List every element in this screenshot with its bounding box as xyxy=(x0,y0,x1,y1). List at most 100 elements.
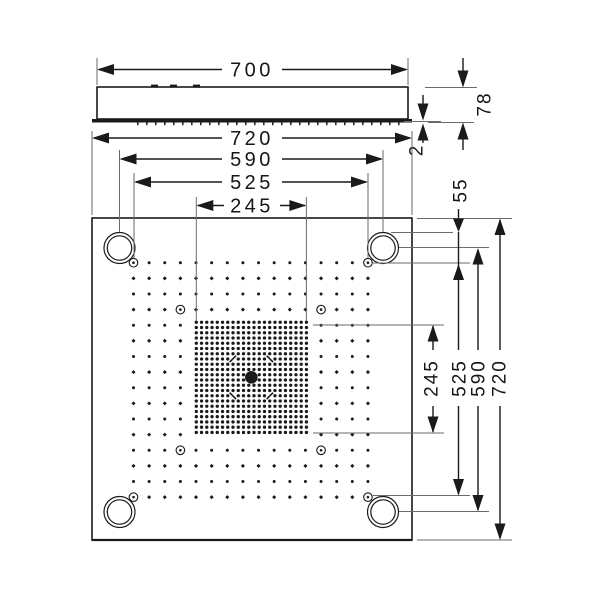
nozzle-dot xyxy=(256,495,261,500)
fine-nozzle-dot xyxy=(283,415,288,419)
fine-nozzle-dot xyxy=(289,399,293,403)
fine-nozzle-dot xyxy=(268,352,272,356)
fine-nozzle-dot xyxy=(283,331,288,335)
fine-nozzle-dot xyxy=(268,404,272,408)
nozzle-dot xyxy=(178,386,182,390)
fine-nozzle-dot xyxy=(273,394,277,398)
nozzle-dot xyxy=(335,261,339,265)
fine-nozzle-dot xyxy=(294,341,298,345)
nozzle-dot xyxy=(225,448,229,452)
fine-nozzle-dot xyxy=(194,430,198,435)
nozzle-dot xyxy=(288,480,292,484)
fine-nozzle-dot xyxy=(215,320,219,324)
nozzle-dot xyxy=(178,354,182,358)
fine-nozzle-dot xyxy=(289,346,293,351)
fine-nozzle-dot xyxy=(299,409,303,414)
side-nozzle-tick xyxy=(362,122,364,126)
fine-nozzle-dot xyxy=(220,357,225,361)
fine-nozzle-dot xyxy=(247,399,251,403)
fine-nozzle-dot xyxy=(252,346,256,351)
fine-nozzle-dot xyxy=(273,399,277,403)
nozzle-dot xyxy=(163,323,167,327)
fine-nozzle-dot xyxy=(283,399,288,403)
side-nozzle-tick xyxy=(317,122,319,126)
fine-nozzle-dot xyxy=(283,357,288,361)
diagonal-slit xyxy=(229,355,237,363)
ring-nozzle xyxy=(128,492,139,503)
fine-nozzle-dot xyxy=(236,383,240,387)
nozzle-dot xyxy=(365,463,371,468)
fine-nozzle-dot xyxy=(268,383,272,387)
fine-nozzle-dot xyxy=(231,346,235,351)
nozzle-dot xyxy=(287,495,292,500)
fine-nozzle-dot xyxy=(252,336,256,340)
fine-nozzle-dot xyxy=(257,399,261,403)
fine-nozzle-dot xyxy=(299,341,303,345)
ring-nozzle xyxy=(316,445,326,456)
fine-nozzle-dot xyxy=(262,409,267,414)
fine-nozzle-dot xyxy=(283,404,288,408)
fine-nozzle-dot xyxy=(278,425,282,429)
ring-nozzle-dot xyxy=(179,308,182,311)
nozzle-dot xyxy=(147,261,151,265)
fine-nozzle-dot xyxy=(236,394,240,398)
fine-nozzle-dot xyxy=(220,325,225,330)
nozzle-dot xyxy=(163,386,167,390)
fine-nozzle-dot xyxy=(299,362,303,366)
fine-nozzle-dot xyxy=(283,362,288,366)
ring-nozzle xyxy=(363,492,373,503)
fine-nozzle-dot xyxy=(210,430,214,435)
side-nozzle-tick xyxy=(308,122,310,126)
fine-nozzle-dot xyxy=(215,430,219,435)
fine-nozzle-dot xyxy=(299,373,303,377)
fine-nozzle-dot xyxy=(226,394,230,398)
fine-nozzle-dot xyxy=(278,367,282,372)
side-nozzle-tick xyxy=(335,122,337,126)
fine-nozzle-dot xyxy=(241,341,246,345)
fine-nozzle-dot xyxy=(278,420,282,424)
nozzle-dot xyxy=(334,338,339,343)
fine-nozzle-dot xyxy=(278,415,282,419)
fine-nozzle-dot xyxy=(299,394,303,398)
fine-nozzle-dot xyxy=(226,378,230,382)
nozzle-dot xyxy=(272,261,276,265)
nozzle-dot xyxy=(366,448,370,452)
fine-nozzle-dot xyxy=(262,341,267,345)
fine-nozzle-dot xyxy=(215,367,219,372)
fine-nozzle-dot xyxy=(257,388,261,393)
fine-nozzle-dot xyxy=(273,388,277,393)
fine-nozzle-dot xyxy=(199,404,204,408)
nozzle-ticks xyxy=(137,122,400,126)
fine-nozzle-dot xyxy=(247,430,251,435)
side-nozzle-tick xyxy=(209,122,211,126)
fine-nozzle-dot xyxy=(231,399,235,403)
ring-nozzle-dot xyxy=(366,261,370,265)
side-nozzle-tick xyxy=(173,122,175,126)
fine-nozzle-dot xyxy=(241,388,246,393)
fine-nozzle-dot xyxy=(210,331,214,335)
fine-nozzle-dot xyxy=(205,409,209,414)
nozzle-dot xyxy=(319,463,324,468)
fine-nozzle-dot xyxy=(273,373,277,377)
side-nozzle-tick xyxy=(254,122,256,126)
nozzle-dot xyxy=(147,370,152,375)
fine-nozzle-dot xyxy=(194,346,198,351)
fine-nozzle-dot xyxy=(273,357,277,361)
nozzle-dot xyxy=(225,463,230,468)
fine-nozzle-dot xyxy=(210,362,214,366)
fine-nozzle-dot xyxy=(262,388,267,393)
fine-nozzle-dot xyxy=(294,320,298,324)
fine-nozzle-dot xyxy=(205,430,209,435)
fine-nozzle-dot xyxy=(252,341,256,345)
fine-nozzle-dot xyxy=(210,325,214,330)
fine-nozzle-dot xyxy=(194,378,198,382)
fine-nozzle-dot xyxy=(304,383,309,387)
fine-nozzle-dot xyxy=(283,346,288,351)
fine-nozzle-dot xyxy=(199,320,204,324)
fine-nozzle-dot xyxy=(199,352,204,356)
fine-nozzle-dot xyxy=(236,341,240,345)
nozzle-dot xyxy=(178,292,182,296)
fine-nozzle-dot xyxy=(205,341,209,345)
fine-nozzle-dot xyxy=(252,430,256,435)
